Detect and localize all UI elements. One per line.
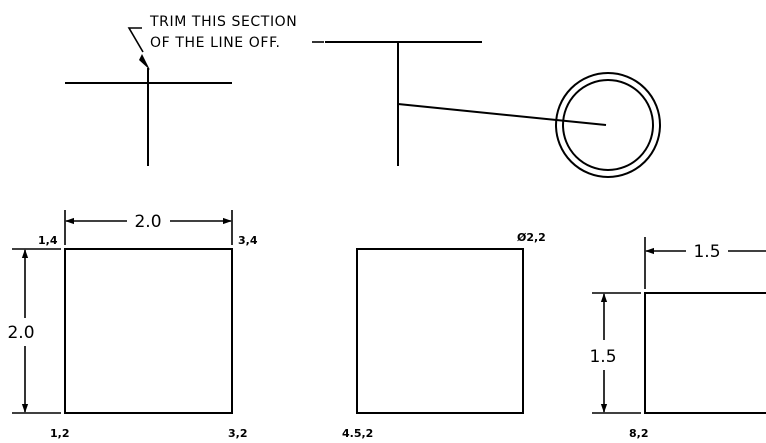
square-2-coord-bottom-left: 4.5,2 [342,427,373,440]
square-2-outline [356,248,524,414]
square-3-coord-bottom-left: 8,2 [629,427,649,440]
trim-note-arrowhead [139,54,150,70]
trim-note-line-2: OF THE LINE OFF. [150,35,281,51]
square-2: Ø2,2 4.5,2 [342,231,546,440]
crossing-lines [65,68,232,166]
square-3-dim-width: 1.5 [693,242,720,262]
square-1-coord-bottom-left: 1,2 [50,427,70,440]
square-1: 2.0 2.0 1,4 3,4 1,2 3,2 [7,210,258,440]
trim-note-leader [127,27,144,53]
square-1-outline [64,248,233,414]
t-junction-figure [325,41,661,178]
square-1-coord-bottom-right: 3,2 [228,427,248,440]
trim-note: TRIM THIS SECTION OF THE LINE OFF. [127,14,324,70]
square-1-coord-top-right: 3,4 [238,234,258,247]
line-to-circle-center [397,103,607,126]
square-3: 1.5 1.5 8,2 [589,237,766,440]
inner-circle [562,79,654,171]
outer-circle [555,72,661,178]
square-1-dim-width: 2.0 [134,212,161,232]
square-2-coord-top-right: Ø2,2 [517,231,546,244]
square-3-outline [644,292,766,414]
trim-note-line-1: TRIM THIS SECTION [149,14,297,30]
square-3-dim-height: 1.5 [589,347,616,367]
square-1-dim-height: 2.0 [7,323,34,343]
square-1-coord-top-left: 1,4 [38,234,58,247]
